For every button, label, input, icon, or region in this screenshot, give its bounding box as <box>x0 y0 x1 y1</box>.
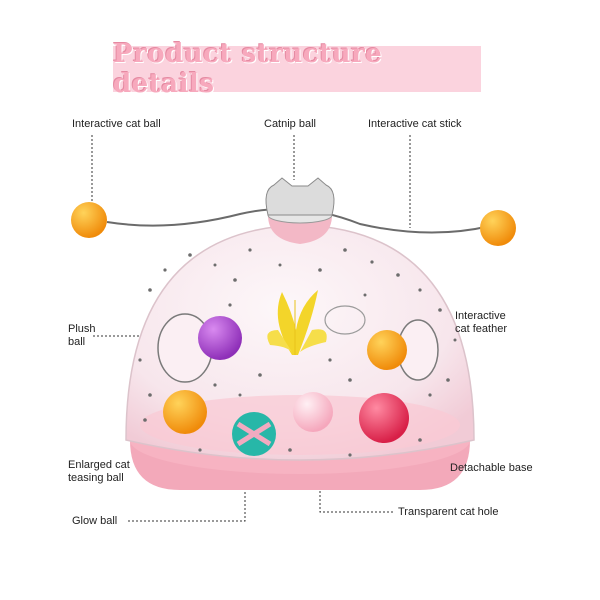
interactive-cat-feather <box>267 290 327 355</box>
glow-ball-stripes <box>236 421 272 447</box>
red-plush-ball <box>359 393 409 443</box>
label-plush-line1: Plush <box>68 323 96 335</box>
label-interactive-cat-feather: Interactive cat feather <box>455 310 507 336</box>
hole-top <box>324 305 366 335</box>
label-interactive-cat-stick: Interactive cat stick <box>368 118 462 130</box>
label-enlarged-line1: Enlarged cat <box>68 459 130 471</box>
orange-ball-right <box>367 330 407 370</box>
leader-cat-hole <box>319 455 395 513</box>
label-enlarged-cat-teasing-ball: Enlarged cat teasing ball <box>68 459 130 485</box>
interactive-cat-ball-right <box>480 210 516 246</box>
label-catnip-ball: Catnip ball <box>264 118 316 130</box>
label-plush-line2: ball <box>68 336 86 348</box>
label-glow-ball: Glow ball <box>72 515 118 527</box>
label-detachable-base: Detachable base <box>450 462 533 474</box>
label-plush-ball: Plush ball <box>68 323 96 349</box>
label-feather-line1: Interactive <box>455 310 506 322</box>
label-feather-line2: cat feather <box>455 323 507 335</box>
plush-ball <box>198 316 242 360</box>
dome-sparkles <box>138 248 457 457</box>
label-interactive-cat-ball: Interactive cat ball <box>72 118 161 130</box>
enlarged-cat-teasing-ball <box>163 390 207 434</box>
label-transparent-cat-hole: Transparent cat hole <box>398 506 499 518</box>
interactive-cat-ball-left <box>71 202 107 238</box>
label-enlarged-line2: teasing ball <box>68 472 124 484</box>
pink-ball <box>293 392 333 432</box>
catnip-ball-cat-head <box>265 177 335 216</box>
